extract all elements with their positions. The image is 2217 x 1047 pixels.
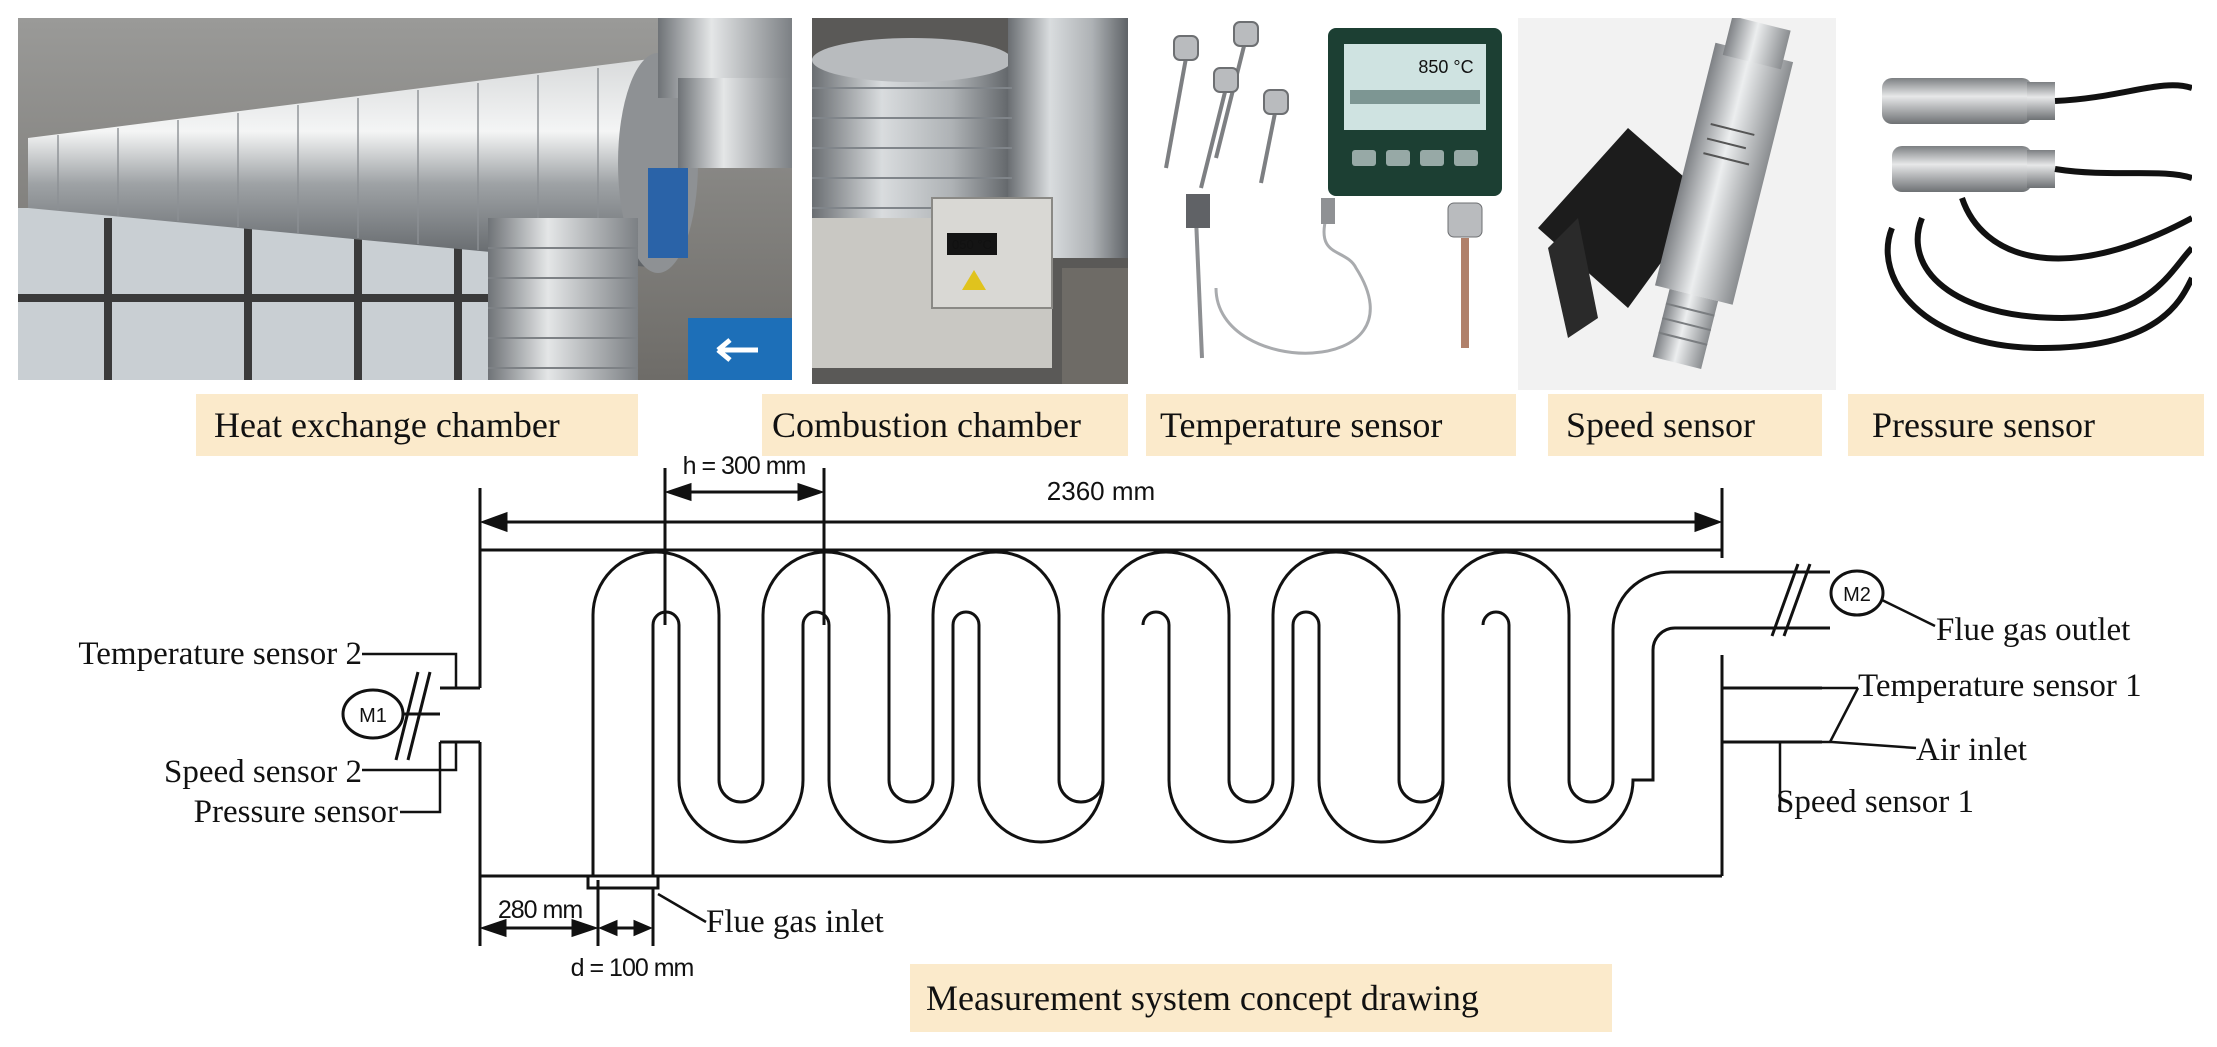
label-flue-gas-outlet: Flue gas outlet <box>1936 612 2130 648</box>
flue-gas-inlet-stub <box>586 874 660 890</box>
dim-diameter: d = 100 mm <box>571 954 694 982</box>
label-temperature-sensor-1: Temperature sensor 1 <box>1858 668 2142 704</box>
label-air-inlet: Air inlet <box>1916 732 2027 768</box>
serpentine-tube-inner <box>651 610 1830 876</box>
node-m2-label: M2 <box>1843 584 1871 606</box>
serpentine-tube-outer <box>591 550 1830 876</box>
label-temperature-sensor-2: Temperature sensor 2 <box>78 636 362 672</box>
caption-measurement-system-drawing: Measurement system concept drawing <box>910 964 1612 1032</box>
dim-length: 2360 mm <box>1047 476 1155 506</box>
temperature-controller-icon: 850 °C <box>1328 28 1502 196</box>
label-speed-sensor-2: Speed sensor 2 <box>164 754 362 790</box>
caption-speed-sensor: Speed sensor <box>1548 394 1822 456</box>
dim-offset: 280 mm <box>498 896 582 924</box>
label-flue-gas-inlet: Flue gas inlet <box>706 904 884 940</box>
temperature-sensor-photo: 850 °C <box>1146 18 1510 384</box>
temperature-display-readout: 850 °C <box>1418 57 1473 77</box>
combustion-chamber-photo: 050 °C <box>812 18 1128 384</box>
pressure-sensor-photo <box>1862 18 2192 388</box>
caption-pressure-sensor: Pressure sensor <box>1848 394 2204 456</box>
caption-temperature-sensor: Temperature sensor <box>1146 394 1516 456</box>
speed-sensor-photo <box>1518 18 1836 390</box>
caption-heat-exchange-chamber: Heat exchange chamber <box>196 394 638 456</box>
left-port <box>440 686 480 744</box>
speed-sensor-body-icon <box>1652 18 1794 369</box>
combustion-display-readout: 050 °C <box>952 237 992 252</box>
dim-pitch: h = 300 mm <box>683 452 806 480</box>
heat-exchange-chamber-photo <box>18 18 792 380</box>
node-m1-label: M1 <box>359 705 387 727</box>
thermocouple-probes-icon <box>1164 37 1278 189</box>
caption-combustion-chamber: Combustion chamber <box>762 394 1128 456</box>
label-pressure-sensor: Pressure sensor <box>194 794 398 830</box>
pressure-sensor-body-icon <box>1882 78 2055 192</box>
label-speed-sensor-1: Speed sensor 1 <box>1776 784 1974 820</box>
right-port <box>1722 686 1822 744</box>
